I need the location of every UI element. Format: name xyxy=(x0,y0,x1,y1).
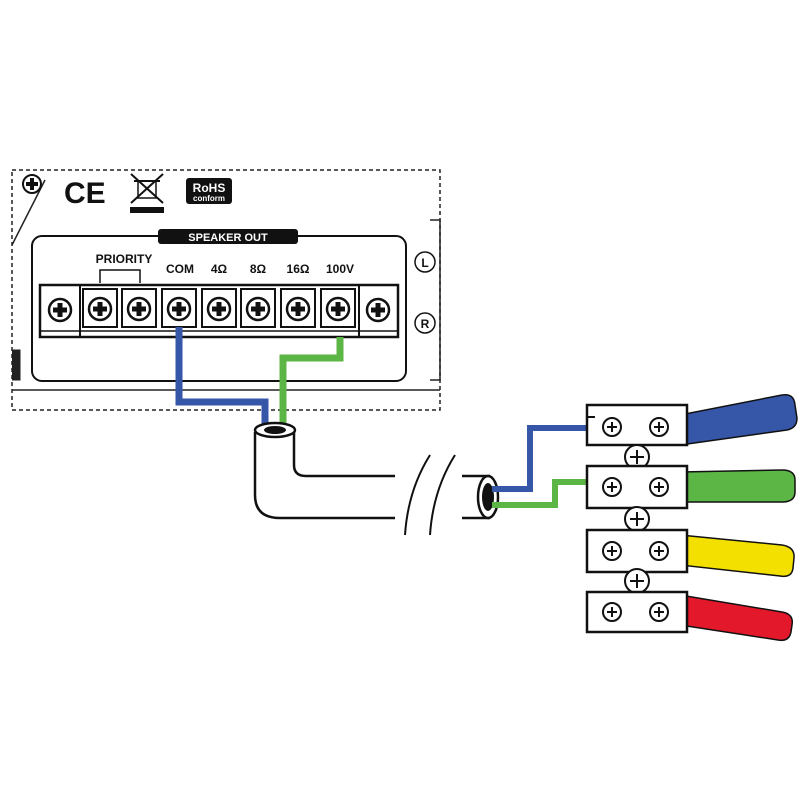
rohs-badge-icon: RoHS conform xyxy=(186,178,232,204)
connector-block-3 xyxy=(585,528,689,574)
screw-icon xyxy=(325,296,351,322)
terminal-label-100v: 100V xyxy=(326,262,354,276)
weee-bin-icon xyxy=(130,173,164,213)
terminal-label-16ohm: 16Ω xyxy=(287,262,310,276)
speaker-wire-yellow xyxy=(679,534,795,578)
speaker-cable xyxy=(253,421,395,520)
amplifier-panel xyxy=(11,169,441,411)
svg-text:R: R xyxy=(421,317,430,331)
connector-block-1 xyxy=(585,403,689,447)
terminal-priority-2 xyxy=(121,288,157,328)
rohs-sub: conform xyxy=(193,194,225,203)
svg-text:L: L xyxy=(421,256,428,270)
screw-icon xyxy=(602,541,622,561)
screw-icon xyxy=(649,477,669,497)
corner-screw-icon xyxy=(22,174,42,194)
terminal-label-4ohm: 4Ω xyxy=(211,262,228,276)
screw-icon xyxy=(365,297,391,323)
channel-right-label: R xyxy=(414,312,436,334)
terminal-16ohm xyxy=(280,288,316,328)
wire-green-100v xyxy=(279,337,344,428)
screw-icon xyxy=(245,296,271,322)
screw-icon xyxy=(206,296,232,322)
terminal-4ohm xyxy=(201,288,237,328)
terminal-com xyxy=(161,288,197,328)
channel-left-label: L xyxy=(414,251,436,273)
screw-icon xyxy=(602,602,622,622)
terminal-100v xyxy=(320,288,356,328)
priority-bracket xyxy=(99,269,141,283)
screw-icon xyxy=(47,297,73,323)
terminal-8ohm xyxy=(240,288,276,328)
cable-end xyxy=(462,474,500,520)
screw-icon xyxy=(126,296,152,322)
wire-green-to-block xyxy=(492,479,595,508)
screw-icon xyxy=(285,296,311,322)
connector-link-icon xyxy=(624,568,650,594)
ce-mark-icon: CE xyxy=(64,177,106,210)
connector-block-4 xyxy=(585,590,689,634)
wire-blue-to-block xyxy=(492,425,595,492)
screw-icon xyxy=(649,417,669,437)
speaker-out-section: SPEAKER OUT xyxy=(31,229,407,382)
screw-icon xyxy=(87,296,113,322)
speaker-wire-red xyxy=(679,594,794,642)
priority-label: PRIORITY xyxy=(96,252,153,266)
connector-link-icon xyxy=(624,506,650,532)
terminal-label-com: COM xyxy=(166,262,194,276)
wire-blue-com xyxy=(175,327,269,428)
speaker-out-label: SPEAKER OUT xyxy=(188,232,268,244)
terminal-label-8ohm: 8Ω xyxy=(250,262,267,276)
speaker-wire-green xyxy=(679,469,796,503)
screw-icon xyxy=(649,602,669,622)
screw-icon xyxy=(166,296,192,322)
rohs-title: RoHS xyxy=(193,181,226,195)
terminal-priority-1 xyxy=(82,288,118,328)
connector-block-2 xyxy=(585,464,689,510)
screw-icon xyxy=(649,541,669,561)
screw-icon xyxy=(602,477,622,497)
screw-icon xyxy=(602,417,622,437)
cable-break-icon xyxy=(404,454,456,536)
speaker-wire-blue xyxy=(679,393,798,446)
